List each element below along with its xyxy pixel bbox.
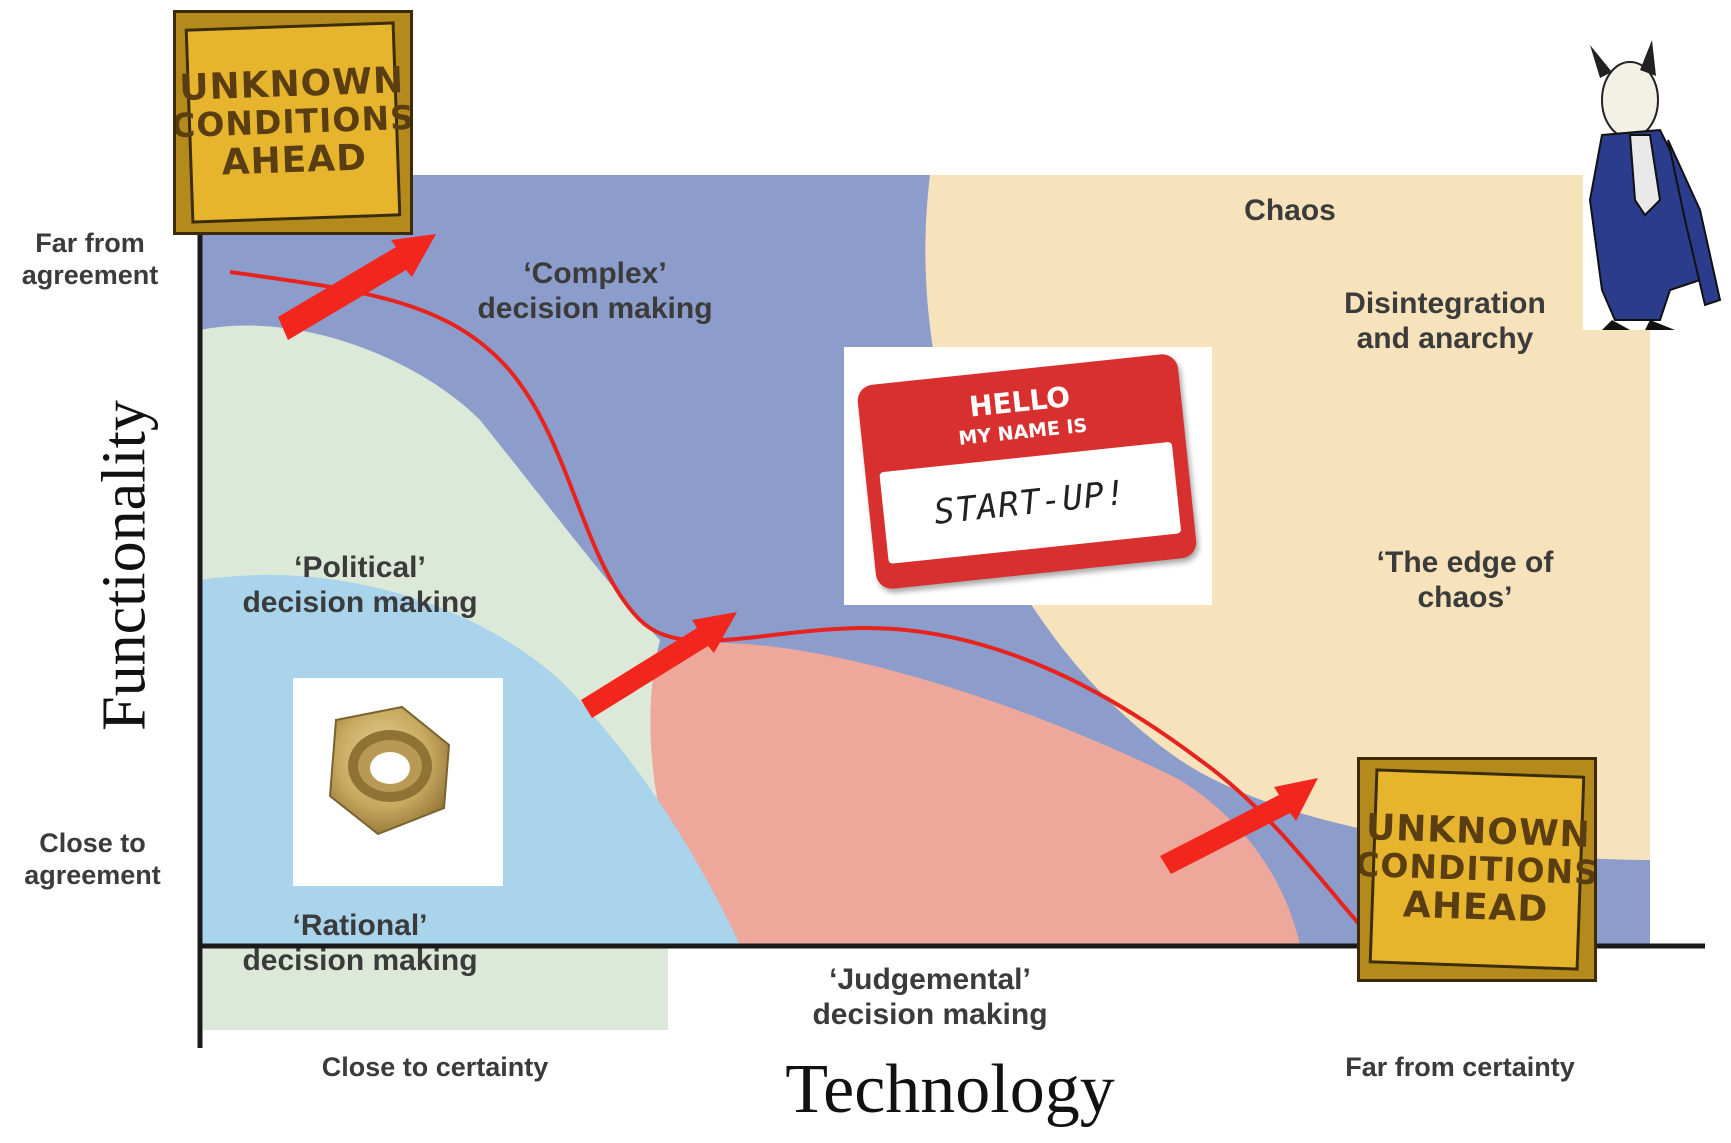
rational-zone-extension (203, 948, 668, 1030)
warning-sign-icon: UNKNOWN CONDITIONS AHEAD (173, 10, 413, 235)
chaos-label: Chaos (1244, 194, 1336, 227)
warning-sign-icon: UNKNOWN CONDITIONS AHEAD (1357, 757, 1597, 982)
complex-zone-label: ‘Complex’decision making (477, 257, 713, 326)
x-axis-right-label: Far from certainty (1345, 1052, 1575, 1082)
hex-nut-icon (328, 705, 451, 836)
red-arrow-icon (278, 234, 1318, 874)
name-tag-name: START-UP! (932, 472, 1129, 533)
trajectory-curve (229, 270, 1362, 927)
y-axis-title: Functionality (90, 400, 159, 731)
judgemental-zone (620, 642, 1300, 945)
rational-zone-label: ‘Rational’decision making (242, 909, 478, 978)
political-zone-label: ‘Political’decision making (242, 551, 478, 620)
chaos-zone (925, 175, 1650, 860)
manager-cartoon-icon (1583, 40, 1731, 330)
x-axis-title: Technology (785, 1051, 1115, 1128)
x-axis-left-label: Close to certainty (321, 1052, 549, 1082)
judgemental-zone-label: ‘Judgemental’decision making (812, 963, 1048, 1032)
name-tag-icon: HELLO MY NAME IS START-UP! (844, 347, 1212, 605)
